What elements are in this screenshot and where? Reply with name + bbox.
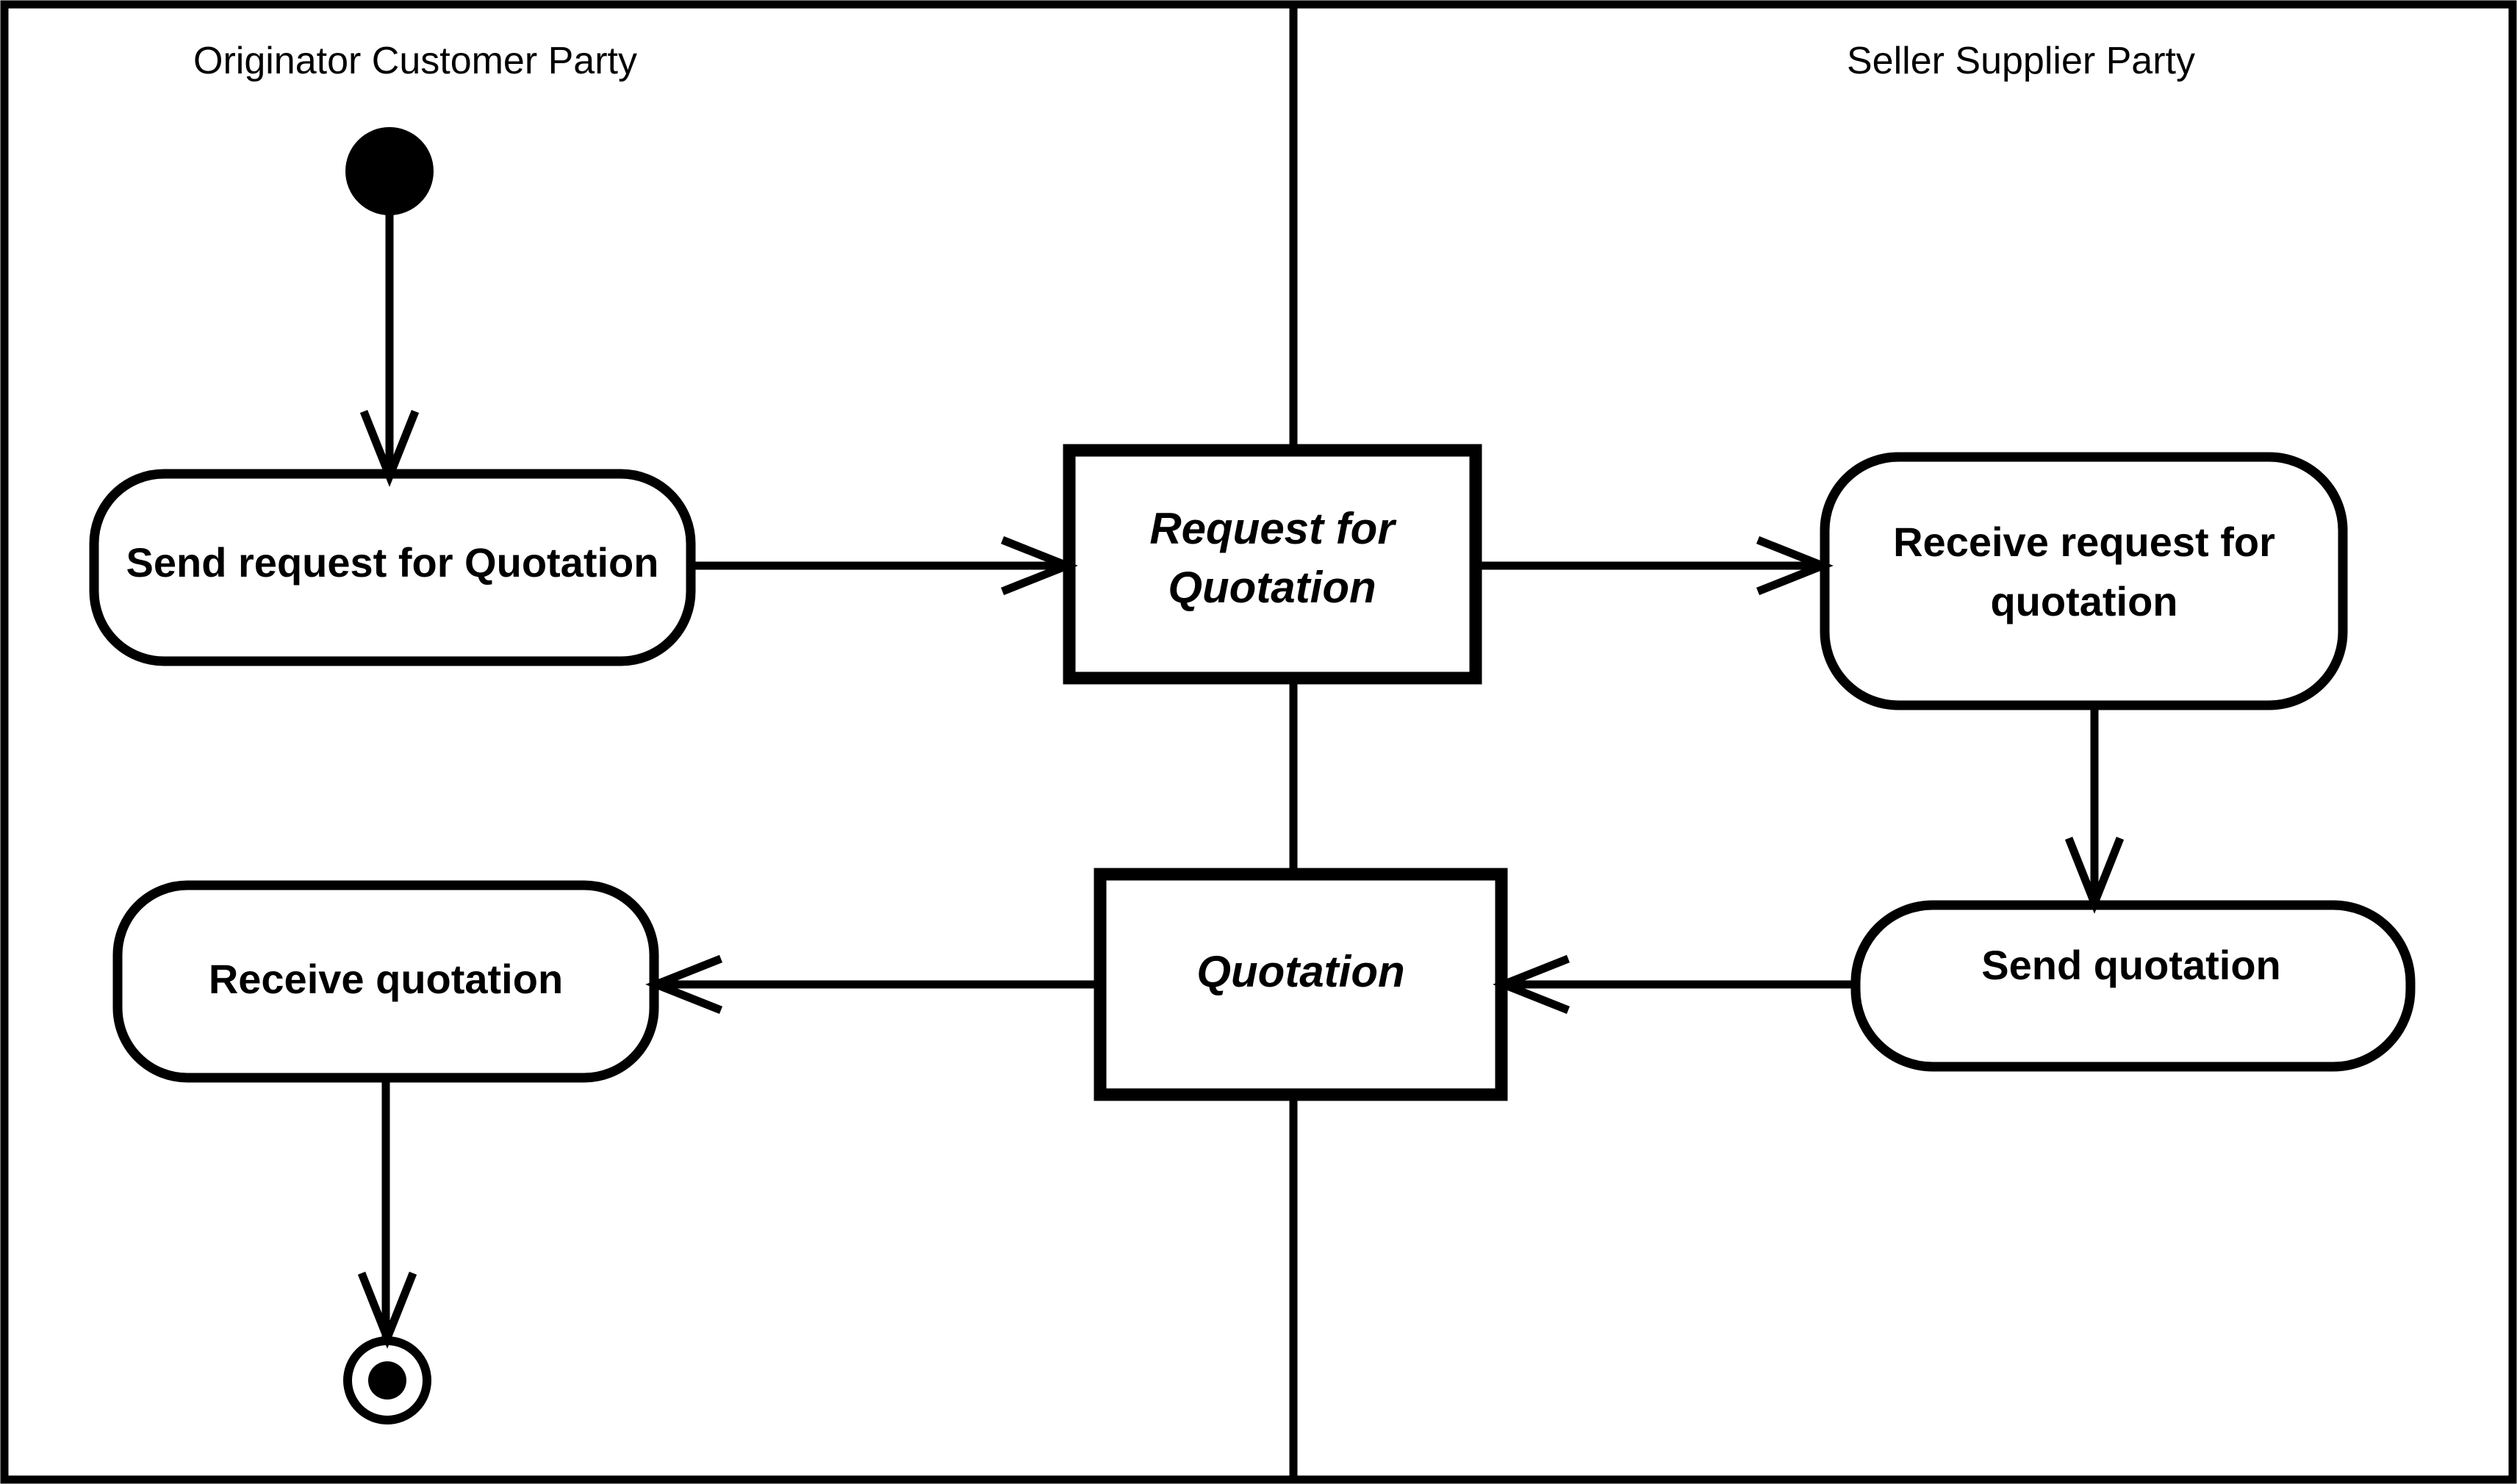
arrowhead-into-receive-request [1756, 536, 1834, 596]
label-send-quotation: Send quotation [1981, 942, 2281, 988]
arrowhead-into-send-request [359, 409, 420, 487]
label-receive-request-line1: Receive request for [1893, 519, 2275, 565]
label-send-request-for-quotation: Send request for Quotation [126, 539, 659, 586]
object-request-for-quotation [1063, 444, 1482, 685]
label-request-for-quotation-line1: Request for [1149, 504, 1397, 553]
lane-title-seller: Seller Supplier Party [1847, 40, 2195, 82]
final-node-dot [368, 1361, 406, 1400]
label-receive-quotation: Receive quotation [209, 956, 563, 1002]
lane-title-originator: Originator Customer Party [193, 40, 637, 82]
arrowhead-into-rfq [1000, 536, 1078, 596]
arrowhead-into-quotation [1493, 954, 1570, 1015]
action-receive-request-for-quotation [1820, 452, 2348, 710]
label-receive-request-line2: quotation [1990, 578, 2177, 624]
arrowhead-into-final-node [357, 1271, 417, 1349]
action-send-quotation [1850, 900, 2416, 1072]
arrowhead-into-send-quotation [2064, 836, 2125, 914]
label-quotation: Quotation [1196, 947, 1404, 996]
label-request-for-quotation-line2: Quotation [1168, 563, 1376, 612]
arrowhead-into-receive-quotation [645, 954, 723, 1015]
initial-node [345, 127, 434, 215]
